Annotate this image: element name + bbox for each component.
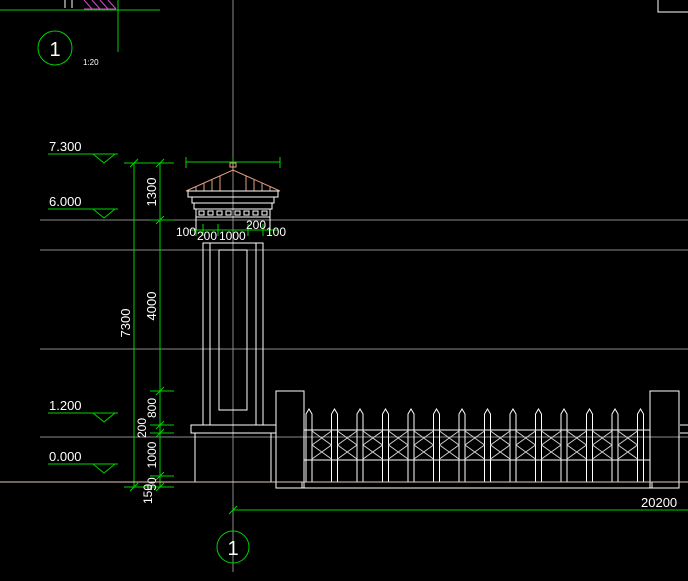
fence-lattice-cross (413, 430, 434, 460)
gate-pillar (185, 162, 281, 483)
dim-footing: 150 (141, 484, 155, 504)
fence-lattice-cross (541, 430, 562, 460)
dim-plinth: 200 (135, 418, 149, 438)
fence-picket (611, 408, 619, 482)
fence-lattice-cross (515, 430, 536, 460)
fence-lattice-cross (362, 430, 383, 460)
dim-width-left-offset: 100 (176, 225, 196, 239)
fence-picket (560, 408, 568, 482)
dim-base: 1000 (145, 441, 159, 468)
elevation-0000: 0.000 (49, 449, 82, 464)
fence-picket (331, 408, 338, 482)
elevation-6000: 6.000 (49, 194, 82, 209)
fence-post-right (649, 390, 680, 489)
section-marker-bottom (216, 530, 250, 564)
section-marker-top (37, 30, 73, 66)
fence-lattice-cross (490, 430, 511, 460)
fence-picket (305, 408, 313, 482)
fence-lattice (311, 430, 638, 460)
fence-picket (484, 408, 491, 482)
section-marker-bottom-label: 1 (227, 538, 238, 560)
dim-base-band: 800 (145, 398, 159, 418)
fence-picket (356, 408, 364, 482)
fence-picket (407, 408, 415, 482)
fence (275, 390, 688, 489)
fence-lattice-cross (592, 430, 613, 460)
dim-width-mid: 1000 (219, 229, 246, 243)
vertical-dimensions (124, 158, 174, 492)
fence-picket (535, 408, 542, 482)
reference-lines (40, 219, 688, 438)
fence-picket (509, 408, 517, 482)
fence-lattice-cross (337, 430, 358, 460)
fence-length-dimension (228, 505, 688, 515)
dim-cap: 1300 (144, 178, 159, 207)
fence-picket (458, 408, 466, 482)
fence-pickets (305, 408, 644, 482)
fence-picket (382, 408, 389, 482)
fence-lattice-cross (464, 430, 485, 460)
dim-width-right: 200 (246, 218, 266, 232)
dim-width-right-offset: 100 (266, 225, 286, 239)
dim-total-height: 7300 (118, 309, 133, 338)
cap-dentils (198, 210, 268, 216)
detail-fragment (0, 0, 160, 52)
dim-fence-length: 20200 (641, 495, 677, 510)
dim-shaft: 4000 (144, 292, 159, 321)
fence-picket (586, 408, 593, 482)
fence-lattice-cross (311, 430, 332, 460)
scale-label: 1:20 (83, 58, 99, 67)
fence-picket (433, 408, 440, 482)
fence-lattice-cross (388, 430, 409, 460)
elevation-7300: 7.300 (49, 139, 82, 154)
dim-width-left: 200 (197, 229, 217, 243)
fence-picket (637, 408, 644, 482)
fence-lattice-cross (439, 430, 460, 460)
dim-foot2: 50 (145, 477, 159, 491)
fence-lattice-cross (617, 430, 638, 460)
elevation-1200: 1.200 (49, 398, 82, 413)
section-marker-top-label: 1 (49, 39, 60, 61)
fence-post-left (275, 390, 305, 489)
fence-lattice-cross (566, 430, 587, 460)
elevation-markers (48, 153, 118, 474)
corner-bracket (657, 0, 688, 13)
